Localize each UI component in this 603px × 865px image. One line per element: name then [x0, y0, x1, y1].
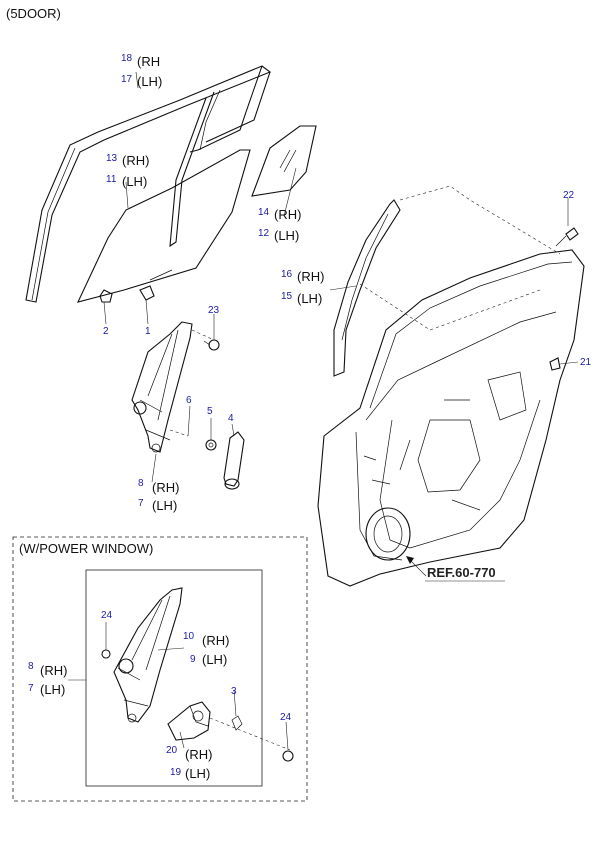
callout-12-number: 12: [258, 228, 270, 239]
callout-4-number: 4: [228, 413, 234, 424]
callout-8-number: 8: [138, 478, 144, 489]
callout-7-inset-number: 7: [28, 683, 34, 694]
callout-12-side: (LH): [274, 228, 299, 243]
callout-7-number: 7: [138, 498, 144, 509]
callout-21-number: 21: [580, 357, 592, 368]
callout-24-upper-number: 24: [101, 610, 113, 621]
callout-19-side: (LH): [185, 766, 210, 781]
run-channel: [333, 185, 561, 377]
inset-title: (W/POWER WINDOW): [19, 541, 153, 556]
reference-label: REF.60-770: [427, 565, 496, 580]
callout-18-number: 18: [121, 53, 133, 64]
callout-10-side: (RH): [202, 633, 229, 648]
callout-3-number: 3: [231, 686, 237, 697]
quarter-glass: [251, 125, 317, 197]
callout-16-side: (RH): [297, 269, 324, 284]
callout-2-number: 2: [103, 326, 109, 337]
inset-leader-lines: [68, 622, 289, 751]
callout-22-number: 22: [563, 190, 575, 201]
callout-17-number: 17: [121, 74, 133, 85]
callout-8-inset-number: 8: [28, 661, 34, 672]
callout-14-side: (RH): [274, 207, 301, 222]
door-glass: [77, 149, 251, 303]
callout-16-number: 16: [281, 269, 293, 280]
callout-6-number: 6: [186, 395, 192, 406]
manual-window-regulator: [131, 321, 215, 453]
bolt-24-upper: [101, 649, 111, 659]
leader-lines: [103, 71, 579, 483]
callout-7-inset-side: (LH): [40, 682, 65, 697]
callout-14-number: 14: [258, 207, 270, 218]
callout-10-number: 10: [183, 631, 195, 642]
callout-11-number: 11: [106, 174, 117, 185]
window-motor: [167, 701, 291, 751]
diagram-title: (5DOOR): [6, 6, 61, 21]
callout-8-side: (RH): [152, 480, 179, 495]
power-regulator-box: [85, 569, 263, 787]
power-window-inset-frame: [12, 536, 308, 802]
callout-1-number: 1: [145, 326, 151, 337]
glass-clip-2: [99, 289, 113, 303]
callout-24-lower-number: 24: [280, 712, 292, 723]
callout-18-side: (RH: [137, 54, 160, 69]
window-handle-4: [223, 431, 245, 490]
callout-8-inset-side: (RH): [40, 663, 67, 678]
washer-5: [205, 439, 217, 451]
callout-13-number: 13: [106, 153, 118, 164]
callout-7-side: (LH): [152, 498, 177, 513]
callout-9-side: (LH): [202, 652, 227, 667]
callout-9-number: 9: [190, 654, 196, 665]
callout-15-number: 15: [281, 291, 293, 302]
callout-17-side: (LH): [137, 74, 162, 89]
power-window-regulator: [113, 587, 183, 723]
bolt-23: [203, 339, 220, 351]
callout-20-number: 20: [166, 745, 178, 756]
screw-21: [549, 357, 561, 371]
screw-22: [555, 227, 579, 247]
callout-19-number: 19: [170, 767, 182, 778]
bolt-24-lower: [282, 750, 294, 762]
callout-23-number: 23: [208, 305, 220, 316]
callout-20-side: (RH): [185, 747, 212, 762]
rear-door-panel: [317, 249, 585, 587]
callout-13-side: (RH): [122, 153, 149, 168]
glass-clip-1: [139, 285, 155, 301]
callout-15-side: (LH): [297, 291, 322, 306]
callout-11-side: (LH): [122, 174, 147, 189]
callout-5-number: 5: [207, 406, 213, 417]
door-frame-molding: [25, 65, 272, 303]
reference-arrow: [406, 556, 427, 577]
